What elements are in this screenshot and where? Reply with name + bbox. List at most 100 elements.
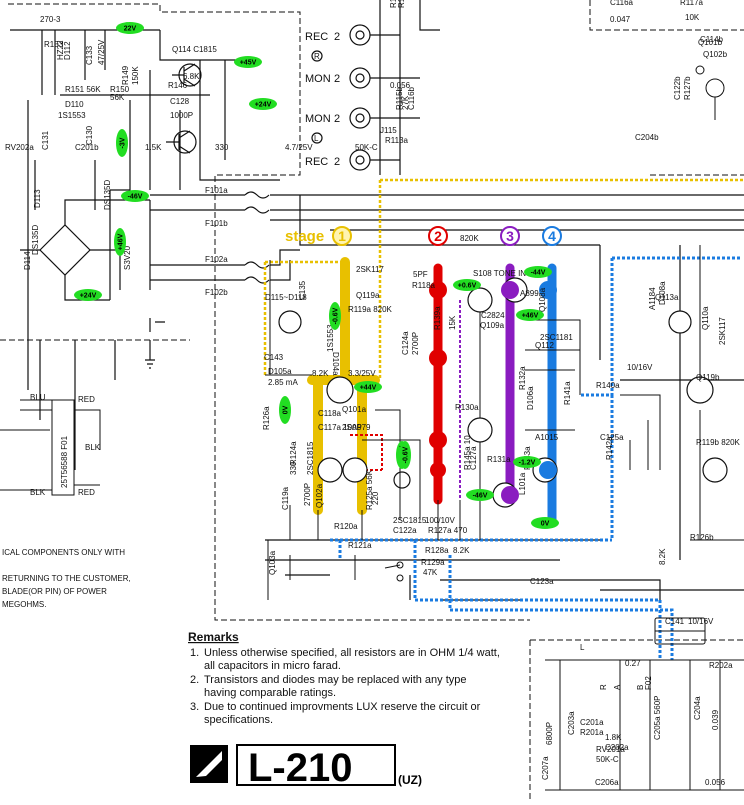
- voltage-badge-text: -0.6V: [403, 446, 410, 463]
- component-label: L: [580, 643, 585, 652]
- voltage-badge-text: +24V: [255, 102, 272, 109]
- component-label: 2SK117: [356, 265, 384, 274]
- remark-3-line-2: specifications.: [204, 714, 273, 726]
- component-label: C135: [298, 280, 307, 300]
- component-label: 0.056: [390, 81, 411, 90]
- component-label: C202a: [605, 743, 629, 752]
- jack-ch-r: R: [314, 52, 320, 61]
- component-label: C201b: [75, 143, 99, 152]
- component-label: C206a: [595, 778, 619, 787]
- voltage-badge-text: +44V: [360, 385, 377, 392]
- voltage-badge-shape: [399, 441, 411, 469]
- component-label: 2SA979: [342, 423, 371, 432]
- component-label: R119a 820K: [348, 305, 393, 314]
- component-label: 56K: [110, 93, 125, 102]
- voltage-badge-shape: [234, 56, 262, 68]
- voltage-badge-text: -46V: [128, 194, 143, 201]
- voltage-badge-text: -3V: [120, 137, 127, 148]
- component-label: Q119a: [356, 291, 380, 300]
- component-label: R146: [168, 81, 188, 90]
- note-line-4: MEGOHMS.: [2, 600, 46, 609]
- stage-circle-3: [500, 226, 520, 246]
- component-label: HZ22: [56, 40, 65, 60]
- component-label: D113: [33, 189, 42, 208]
- voltage-badge-text: -1.2V: [519, 460, 536, 467]
- component-label: 150K: [131, 66, 140, 85]
- remark-2-line-1: Transistors and diodes may be replaced w…: [204, 674, 467, 686]
- voltage-badge-shape: [116, 129, 128, 157]
- component-label: Q102b: [703, 50, 728, 59]
- voltage-badge: +24V: [249, 98, 277, 110]
- component-label: Q101a: [342, 405, 367, 414]
- voltage-badge-text: -44V: [531, 270, 546, 277]
- component-label: C143: [264, 353, 284, 362]
- component-label: 270-3: [40, 15, 61, 24]
- note-line-3: BLADE(OR PIN) OF POWER: [2, 587, 107, 596]
- component-label: Q114 C1815: [172, 45, 217, 54]
- component-label: R113a: [385, 136, 409, 145]
- component-label: L101a: [518, 472, 527, 495]
- voltage-badge: +44V: [354, 381, 382, 393]
- component-label: 820K: [460, 234, 479, 243]
- component-label: 2SK117: [718, 317, 727, 345]
- component-label: C116a: [610, 0, 634, 7]
- component-label: R126b: [690, 533, 714, 542]
- component-label: C116b: [407, 86, 416, 110]
- remark-1-line-2: all capacitors in micro farad.: [204, 660, 341, 672]
- remark-2-num: 2.: [190, 674, 199, 686]
- component-label: 2SC1181: [540, 333, 573, 342]
- component-label: 2700P: [303, 483, 312, 506]
- component-label: 220: [371, 491, 380, 505]
- component-label: 0.056: [705, 778, 726, 787]
- component-label: R117a: [680, 0, 704, 7]
- component-label: C130: [85, 125, 94, 145]
- component-label: C207a: [541, 756, 550, 780]
- jack-labels: REC 2 R MON 2 MON 2 L REC 2: [305, 31, 340, 168]
- component-label: Q108a: [538, 287, 547, 312]
- component-label: 15K: [448, 315, 457, 330]
- jack-num-1: 2: [334, 31, 340, 43]
- voltage-badge: -1.2V: [513, 456, 541, 468]
- voltage-badge-text: 22V: [124, 26, 137, 33]
- component-label: 47/25V: [97, 39, 106, 65]
- voltage-badge-shape: [74, 289, 102, 301]
- component-label: C201a: [580, 718, 604, 727]
- component-label: Q110a: [701, 306, 710, 330]
- component-label: R130a: [455, 403, 479, 412]
- component-label: 10/16V: [627, 363, 653, 372]
- component-label: 1S1553: [326, 324, 335, 352]
- voltage-badge: 0V: [531, 517, 559, 529]
- component-label: D110: [65, 100, 84, 109]
- component-label: RV201a: [596, 745, 625, 754]
- component-label: R139a: [433, 306, 442, 330]
- remarks-block: Remarks 1. Unless otherwise specified, a…: [188, 630, 500, 726]
- component-label: Q112: [535, 341, 555, 350]
- component-label: 1.8K: [605, 733, 622, 742]
- component-label: D105a: [268, 367, 292, 376]
- fuse-label-4: F102b: [205, 288, 228, 297]
- transistor-q114: [166, 63, 202, 154]
- voltage-badge-shape: [116, 22, 144, 34]
- component-label: 2SC1815: [393, 516, 427, 525]
- component-label: D108a: [658, 281, 667, 305]
- component-label: Q101b: [698, 38, 723, 47]
- input-switch: [384, 65, 725, 582]
- component-label: R129a: [421, 558, 445, 567]
- component-label: 2SC1815: [306, 441, 315, 475]
- component-label: 330: [289, 461, 298, 475]
- component-label: C141: [665, 617, 685, 626]
- component-label: C203a: [567, 711, 576, 735]
- component-label: R150: [110, 85, 130, 94]
- component-label: C205a 560P: [653, 696, 662, 740]
- voltage-badge: +45V: [234, 56, 262, 68]
- component-label: 10/16V: [688, 617, 714, 626]
- component-label: R201a: [580, 728, 604, 737]
- component-label: 2700P: [411, 332, 420, 355]
- component-label: A1015: [535, 433, 559, 442]
- voltage-badge-shape: [516, 309, 544, 321]
- voltage-badge-text: +0.6V: [458, 283, 477, 290]
- component-label: C118a: [318, 409, 342, 418]
- component-label: F02: [644, 676, 653, 690]
- voltage-badge: +46V: [516, 309, 544, 321]
